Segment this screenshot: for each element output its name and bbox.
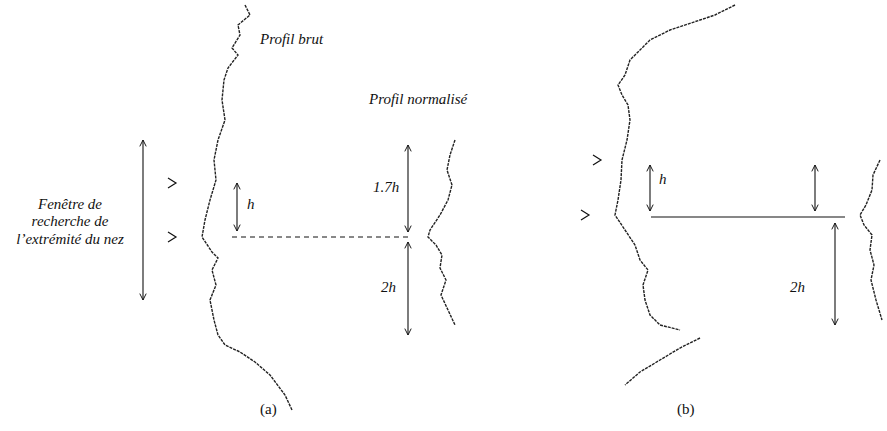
- panel-title: Profil normalisé: [369, 91, 467, 108]
- dimension-label: h: [247, 196, 255, 213]
- dimension-label: h: [659, 171, 667, 188]
- face-profile: [860, 160, 882, 320]
- panel-caption: (a): [260, 401, 277, 418]
- landmark-marker: [593, 155, 601, 165]
- face-profile: [615, 5, 735, 330]
- dimension-label: 2h: [381, 279, 396, 296]
- face-profile: [202, 5, 292, 410]
- window-label: Fenêtre de recherche de l’extrémité du n…: [14, 196, 126, 248]
- reference-line: [651, 216, 845, 217]
- dimension-label: 1.7h: [373, 179, 399, 196]
- dimension-arrow: [649, 165, 650, 211]
- dimension-arrow: [236, 183, 237, 231]
- landmark-marker: [581, 210, 589, 220]
- dimension-label: 2h: [790, 279, 805, 296]
- panel-title: Profil brut: [260, 31, 323, 48]
- panel-caption: (b): [677, 401, 695, 418]
- dimension-arrow: [407, 242, 408, 335]
- face-profile: [428, 140, 455, 325]
- dimension-arrow: [407, 145, 408, 232]
- dimension-arrow: [814, 165, 815, 211]
- dimension-arrow: [834, 223, 835, 325]
- reference-line: [232, 237, 408, 238]
- landmark-marker: [168, 178, 176, 188]
- dimension-arrow: [142, 140, 143, 300]
- face-profile: [625, 338, 700, 385]
- landmark-marker: [168, 232, 176, 242]
